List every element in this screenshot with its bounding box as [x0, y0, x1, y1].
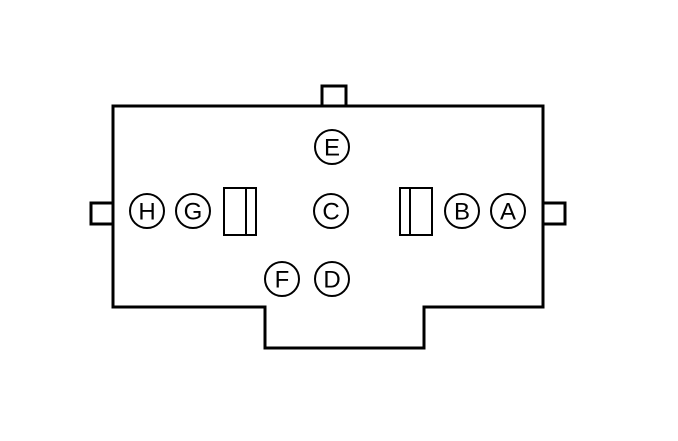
pin-d-label: D — [323, 267, 340, 294]
pin-e: E — [314, 129, 350, 165]
pin-h: H — [129, 193, 165, 229]
right-side-key — [543, 201, 567, 226]
pin-g: G — [175, 193, 211, 229]
pin-f-label: F — [275, 267, 290, 294]
left-slot — [223, 187, 257, 236]
top-latch-tab — [320, 84, 348, 106]
pin-a: A — [490, 193, 526, 229]
pin-c-label: C — [322, 199, 339, 226]
pin-a-label: A — [500, 199, 516, 226]
pin-d: D — [314, 261, 350, 297]
pin-g-label: G — [184, 199, 203, 226]
pin-c: C — [313, 193, 349, 229]
connector-body-outline — [111, 104, 545, 350]
pin-h-label: H — [138, 199, 155, 226]
pin-b: B — [444, 193, 480, 229]
pin-b-label: B — [454, 199, 470, 226]
right-slot — [399, 187, 433, 236]
pin-f: F — [264, 261, 300, 297]
pin-e-label: E — [324, 135, 340, 162]
left-side-key — [89, 201, 113, 226]
